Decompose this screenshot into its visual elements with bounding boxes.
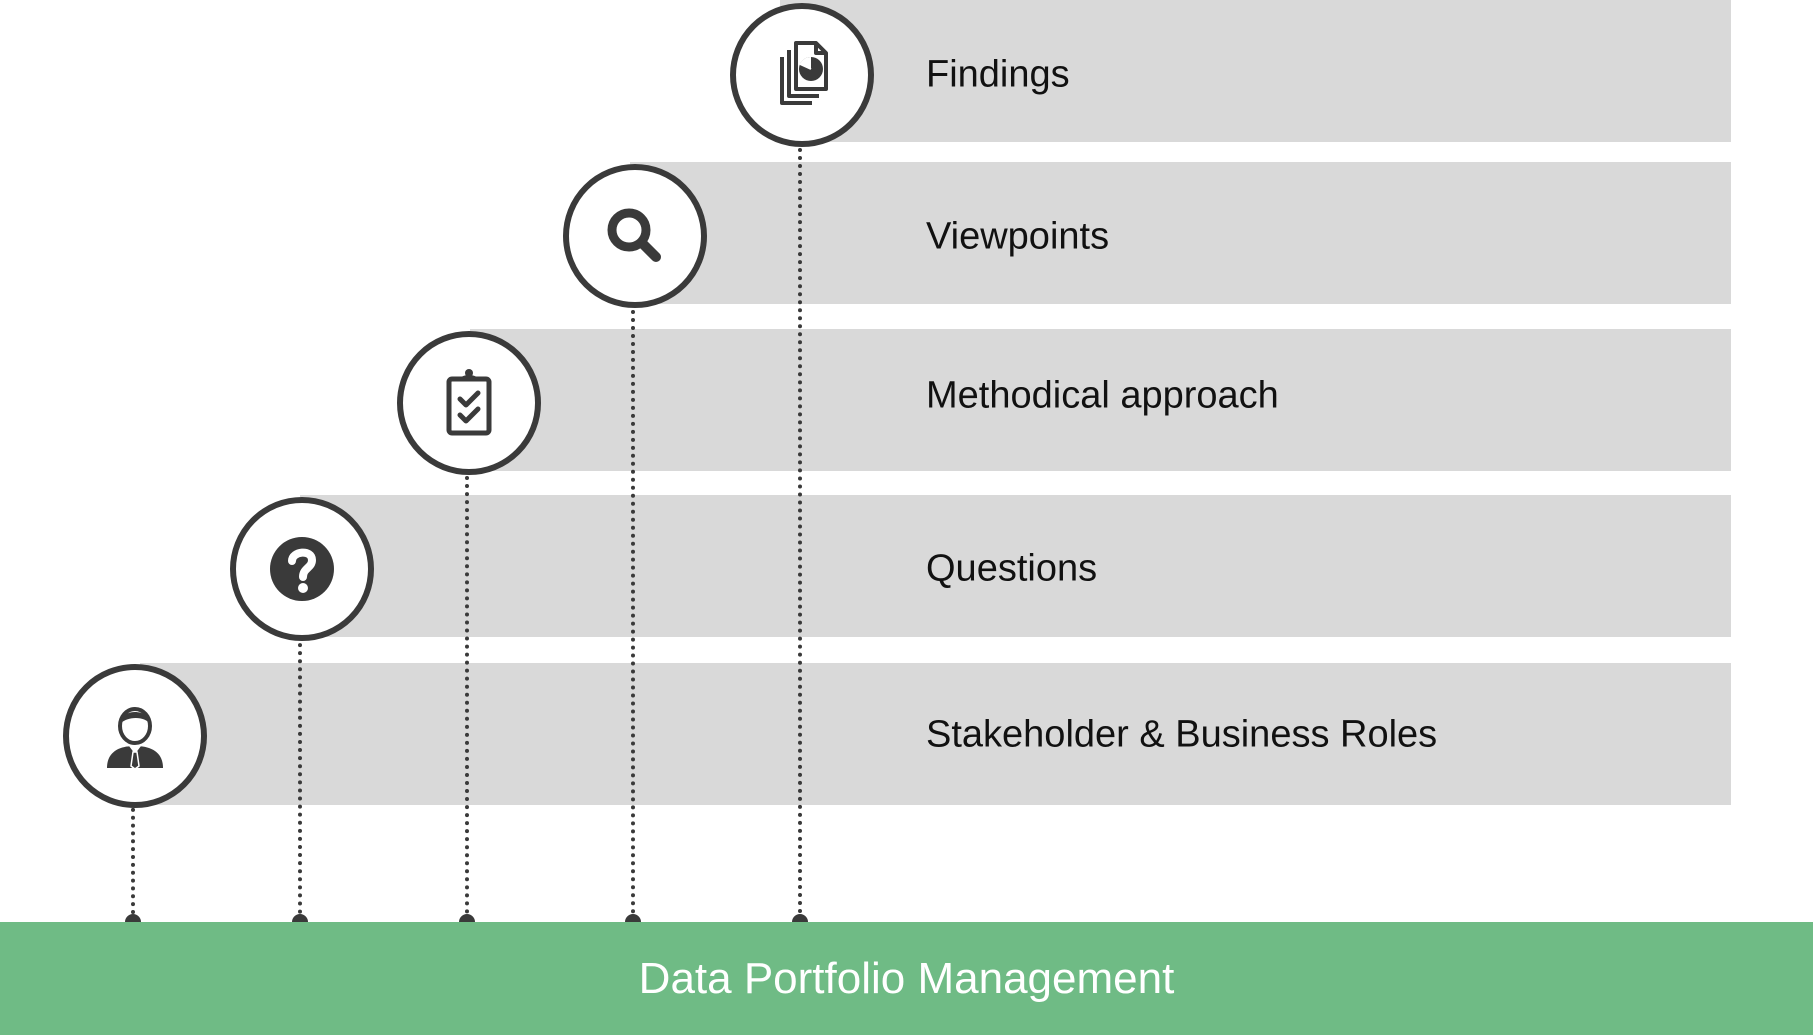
label-findings: Findings: [926, 53, 1070, 96]
band-viewpoints: [630, 162, 1731, 304]
question-icon: [260, 527, 344, 611]
label-stakeholder: Stakeholder & Business Roles: [926, 713, 1438, 756]
connector-line-findings: [798, 140, 802, 922]
connector-line-methodical: [465, 468, 469, 922]
documents-chart-icon: [760, 33, 844, 117]
person-icon: [93, 694, 177, 778]
band-methodical-approach: [470, 329, 1731, 471]
footer-bar: Data Portfolio Management: [0, 922, 1813, 1035]
label-questions: Questions: [926, 547, 1098, 590]
magnifier-icon: [593, 194, 677, 278]
label-viewpoints: Viewpoints: [926, 215, 1110, 258]
clipboard-check-icon: [427, 361, 511, 445]
connector-line-viewpoints: [631, 302, 635, 922]
icon-circle-findings: [730, 3, 874, 147]
band-questions: [300, 495, 1731, 637]
band-findings: [780, 0, 1731, 142]
label-methodical-approach: Methodical approach: [926, 374, 1279, 417]
icon-circle-questions: [230, 497, 374, 641]
band-stakeholder: [140, 663, 1731, 805]
connector-line-questions: [298, 635, 302, 922]
icon-circle-stakeholder: [63, 664, 207, 808]
icon-circle-viewpoints: [563, 164, 707, 308]
footer-title: Data Portfolio Management: [638, 953, 1175, 1003]
icon-circle-methodical: [397, 331, 541, 475]
connector-line-stakeholder: [131, 800, 135, 922]
